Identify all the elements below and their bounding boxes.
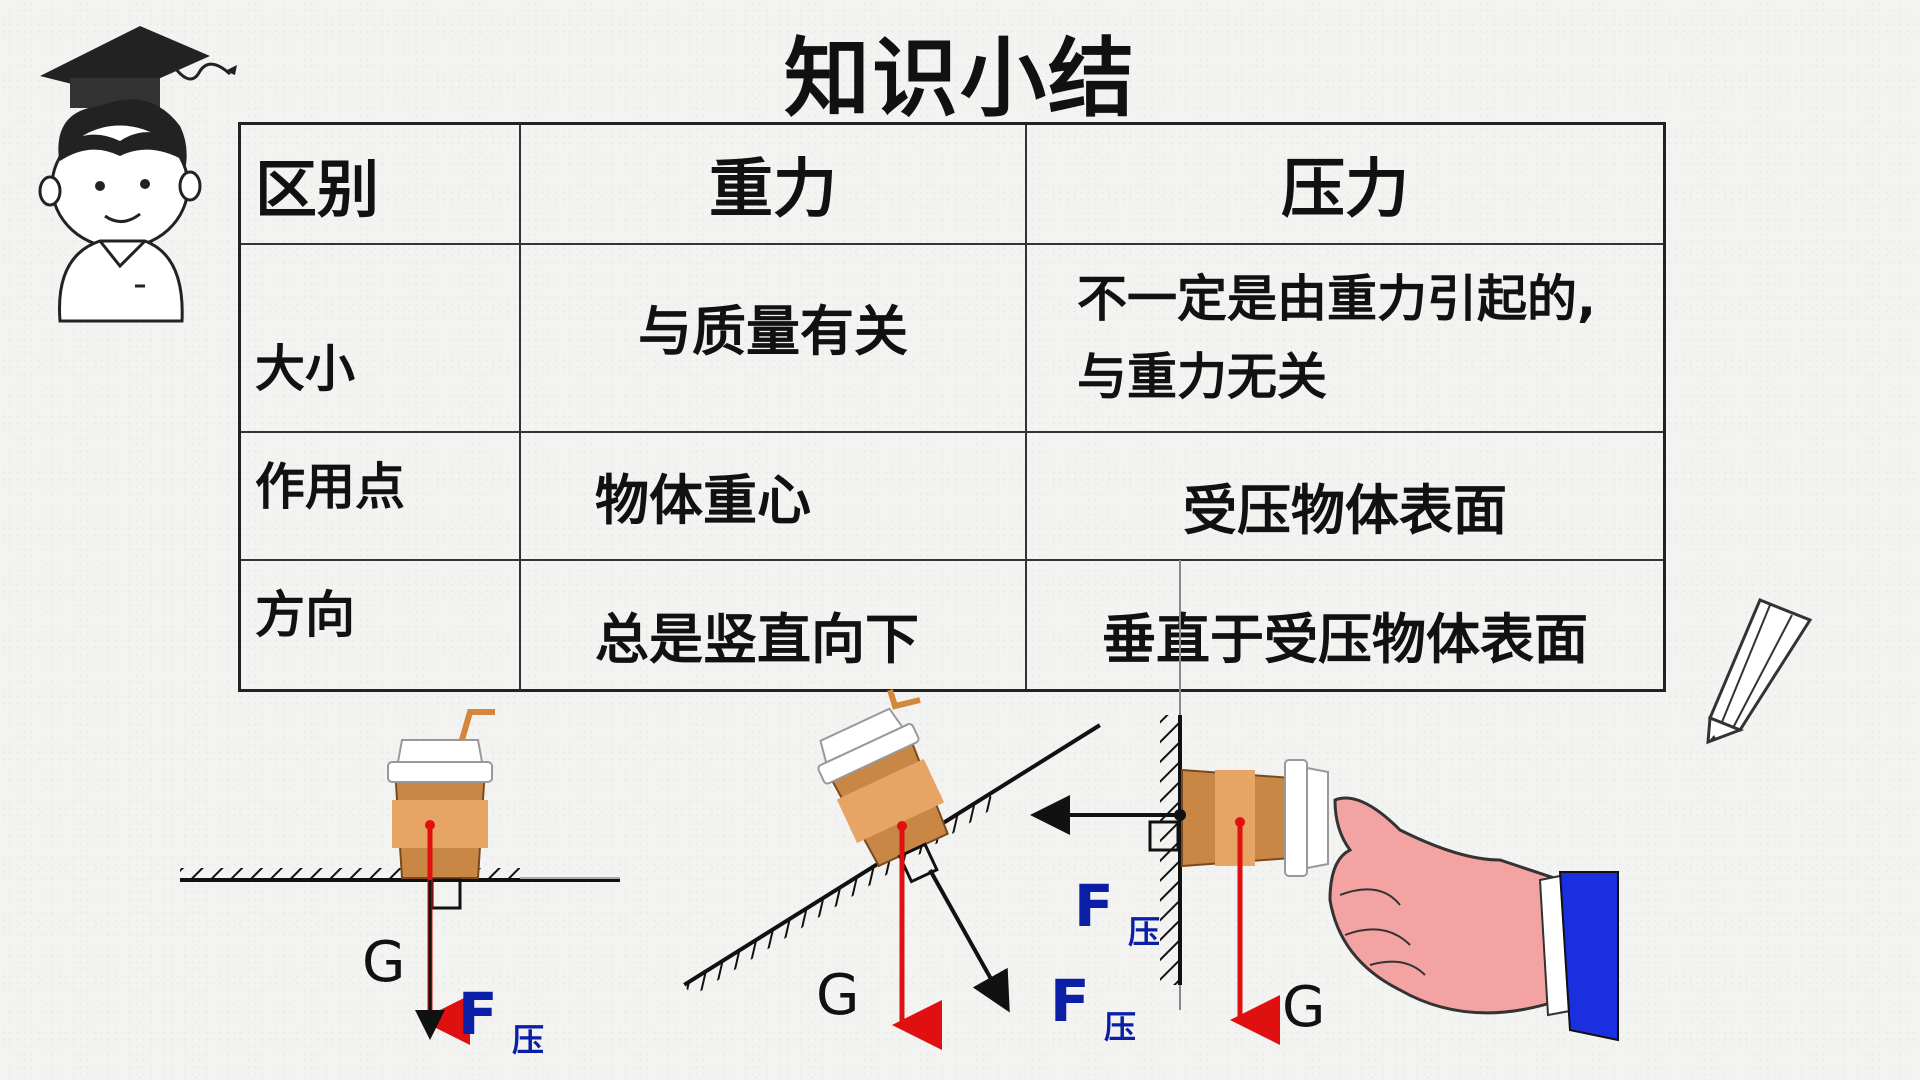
force-subscript-diagram3: 压 (1128, 913, 1161, 951)
header-cell-gravity: 重力 (519, 122, 1027, 245)
gravity-label-diagram3: G (1282, 975, 1326, 1040)
force-subscript-diagram2: 压 (1104, 1008, 1137, 1046)
row-label-magnitude: 大小 (238, 242, 521, 433)
pencil-icon (1706, 598, 1813, 745)
gravity-magnitude-cell: 与质量有关 (519, 242, 1027, 433)
diagram-vertical-wall (1030, 560, 1619, 1045)
page-title: 知识小结 (784, 29, 1136, 129)
header-cell-pressure: 压力 (1025, 122, 1666, 245)
pressure-point-cell: 受压物体表面 (1025, 430, 1666, 561)
diagram-horizontal-surface (180, 709, 620, 1045)
gravity-label-diagram1: G (362, 930, 406, 995)
force-label-diagram1: F (458, 980, 498, 1048)
table-row: 方向 总是竖直向下 垂直于受压物体表面 (238, 558, 1666, 692)
diagram-inclined-surface (683, 689, 1101, 1050)
table-row: 作用点 物体重心 受压物体表面 (238, 430, 1666, 561)
row-label-direction: 方向 (238, 558, 521, 692)
pressure-direction-cell: 垂直于受压物体表面 (1025, 558, 1666, 692)
header-cell-difference: 区别 (238, 122, 521, 245)
force-label-diagram2: F (1050, 967, 1090, 1035)
row-label-application-point: 作用点 (238, 430, 521, 561)
summary-table: 区别 重力 压力 大小 与质量有关 不一定是由重力引起的, 与重力无关 作用点 … (238, 122, 1666, 692)
student-cartoon-icon (38, 26, 237, 323)
table-row: 大小 与质量有关 不一定是由重力引起的, 与重力无关 (238, 242, 1666, 433)
gravity-point-cell: 物体重心 (519, 430, 1027, 561)
pressure-magnitude-line2: 与重力无关 (1077, 347, 1327, 406)
gravity-direction-cell: 总是竖直向下 (519, 558, 1027, 692)
force-subscript-diagram1: 压 (512, 1021, 545, 1059)
pressure-magnitude-line1: 不一定是由重力引起的, (1077, 269, 1596, 328)
force-label-diagram3: F (1074, 872, 1114, 940)
pressure-magnitude-cell: 不一定是由重力引起的, 与重力无关 (1025, 242, 1666, 433)
table-header-row: 区别 重力 压力 (238, 122, 1666, 245)
gravity-label-diagram2: G (816, 963, 860, 1028)
